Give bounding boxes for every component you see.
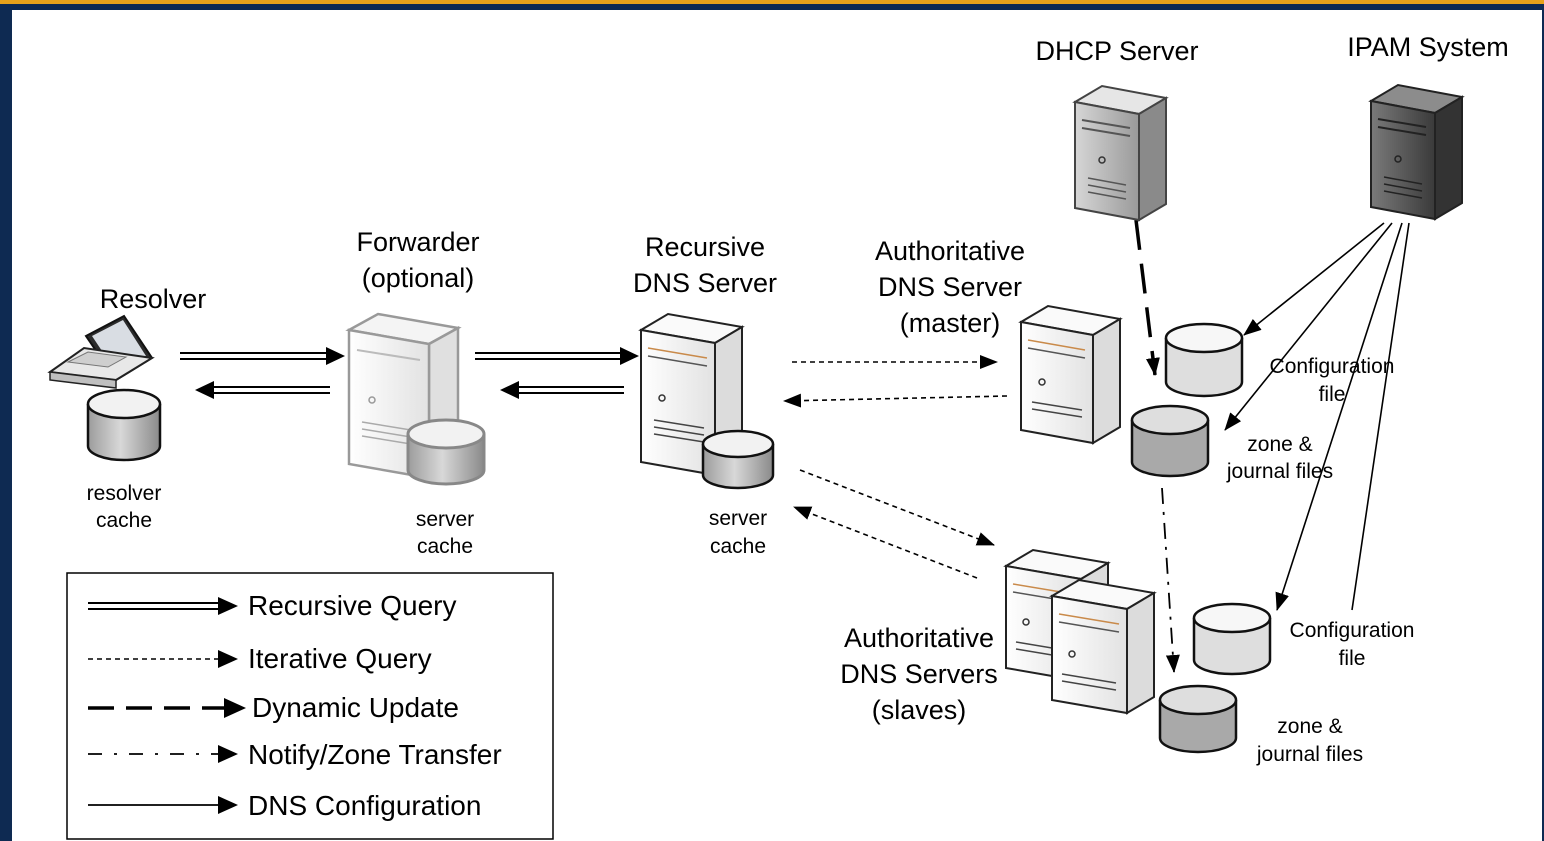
dynamic-update-dhcp-to-zone — [1134, 219, 1160, 376]
notify-zone-transfer — [1161, 487, 1180, 673]
auth-slave-server-icon-2 — [1049, 578, 1157, 715]
recursive-query-forwarder-to-recursive — [475, 347, 639, 365]
config-ipam-to-master-config — [1243, 222, 1385, 336]
recursive-server-label: Recursive DNS Server — [633, 232, 777, 298]
legend-swatch-config — [88, 796, 238, 814]
auth-master-label: Authoritative DNS Server (master) — [875, 236, 1025, 338]
auth-slaves-label-line3: (slaves) — [872, 695, 967, 725]
slave-config-file-icon — [1192, 602, 1272, 676]
forwarder-cache-icon — [406, 418, 486, 486]
recursive-cache-label-2: cache — [710, 535, 766, 558]
resolver-label: Resolver — [100, 284, 207, 314]
legend-box — [66, 572, 554, 840]
ipam-system-label: IPAM System — [1347, 32, 1509, 62]
master-config-label-2: file — [1319, 383, 1346, 406]
forwarder-cache-label-2: cache — [417, 535, 473, 558]
slave-config-label-1: Configuration — [1290, 619, 1415, 642]
dhcp-server-label: DHCP Server — [1035, 36, 1198, 66]
recursive-label-line1: Recursive — [645, 232, 765, 262]
slave-zone-files-icon — [1158, 684, 1238, 754]
legend-swatch-recursive — [88, 597, 238, 615]
resolver-cache-icon — [86, 388, 162, 462]
legend: Recursive Query Iterative Query Dynamic … — [66, 572, 554, 840]
dhcp-server-icon — [1072, 84, 1169, 222]
resolver-cache-label-1: resolver — [87, 482, 162, 505]
config-ipam-to-slave-config — [1275, 222, 1403, 611]
dns-architecture-diagram: DHCP Server IPAM System Forwarder (optio… — [47, 32, 1509, 840]
slave-config-label-2: file — [1339, 647, 1366, 670]
iterative-response-from-master — [783, 393, 1008, 408]
master-zone-label-2: journal files — [1226, 460, 1333, 483]
iterative-response-from-slaves — [793, 506, 978, 579]
forwarder-label: Forwarder (optional) — [356, 227, 479, 293]
forwarder-label-line2: (optional) — [362, 263, 475, 293]
auth-master-server-icon — [1018, 304, 1123, 445]
laptop-icon — [47, 314, 155, 389]
master-zone-label-1: zone & — [1247, 433, 1312, 456]
auth-slaves-label-line2: DNS Servers — [840, 659, 998, 689]
slave-zone-label-2: journal files — [1256, 743, 1363, 766]
auth-master-label-line3: (master) — [900, 308, 1001, 338]
legend-swatch-dynamic — [88, 698, 246, 718]
config-ipam-to-master-zone — [1224, 222, 1393, 431]
auth-slaves-label-line1: Authoritative — [844, 623, 994, 653]
recursive-cache-icon — [701, 429, 775, 490]
master-zone-files-icon — [1130, 404, 1210, 478]
auth-master-label-line1: Authoritative — [875, 236, 1025, 266]
legend-label-recursive: Recursive Query — [248, 590, 457, 621]
forwarder-cache-label-1: server — [416, 508, 474, 531]
auth-slaves-label: Authoritative DNS Servers (slaves) — [840, 623, 998, 725]
auth-master-label-line2: DNS Server — [878, 272, 1022, 302]
slave-zone-label-1: zone & — [1277, 715, 1342, 738]
recursive-query-resolver-to-forwarder — [180, 347, 345, 365]
recursive-response-recursive-to-forwarder — [500, 381, 624, 399]
config-ipam-to-slave-zone — [1351, 222, 1410, 611]
legend-label-config: DNS Configuration — [248, 790, 481, 821]
legend-swatch-iterative — [88, 650, 238, 668]
master-config-label-1: Configuration — [1270, 355, 1395, 378]
forwarder-label-line1: Forwarder — [356, 227, 479, 257]
legend-label-iterative: Iterative Query — [248, 643, 432, 674]
iterative-query-to-slaves — [799, 469, 995, 546]
legend-label-dynamic: Dynamic Update — [252, 692, 459, 723]
ipam-system-icon — [1368, 83, 1465, 221]
diagram-canvas: DHCP Server IPAM System Forwarder (optio… — [12, 10, 1542, 841]
recursive-cache-label-1: server — [709, 507, 767, 530]
resolver-cache-label-2: cache — [96, 509, 152, 532]
recursive-response-forwarder-to-resolver — [195, 381, 330, 399]
recursive-label-line2: DNS Server — [633, 268, 777, 298]
master-config-file-icon — [1164, 322, 1244, 398]
legend-swatch-notify — [88, 745, 238, 763]
legend-label-notify: Notify/Zone Transfer — [248, 739, 502, 770]
